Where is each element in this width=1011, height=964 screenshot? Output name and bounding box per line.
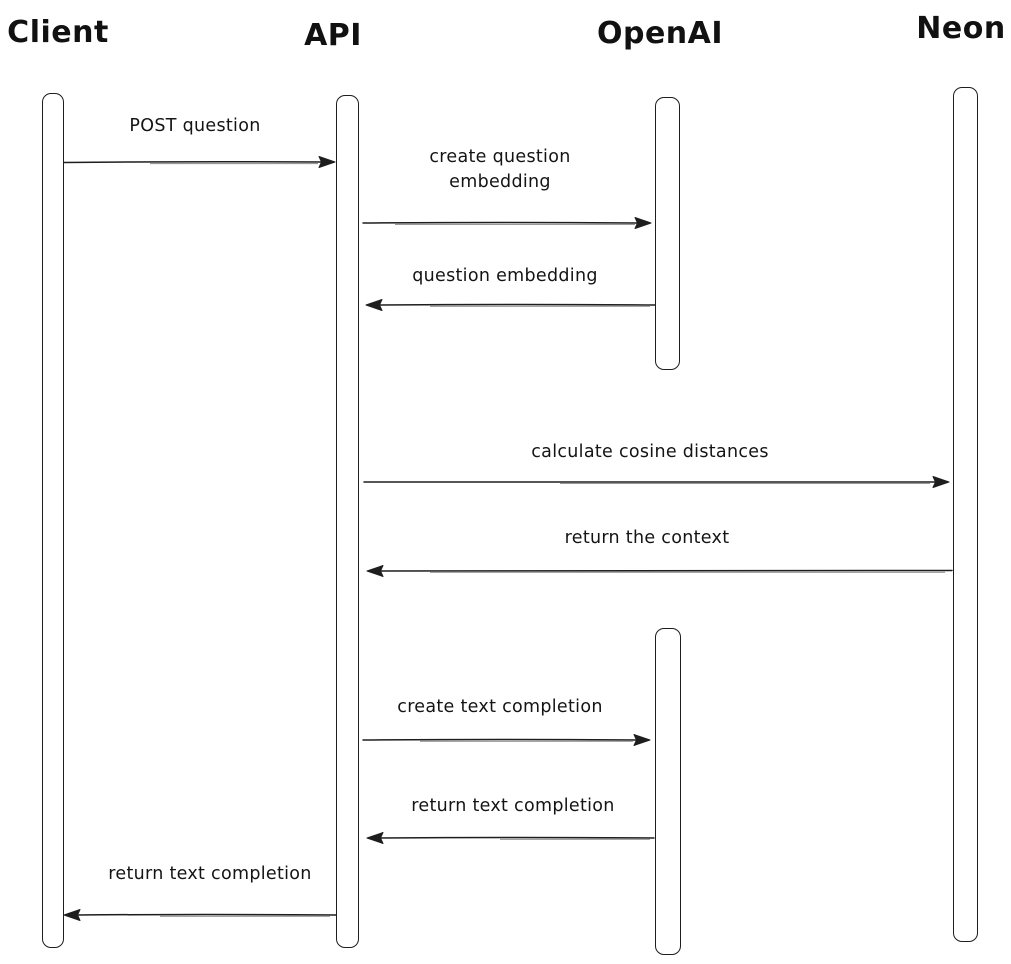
actor-label-neon: Neon	[916, 11, 1006, 46]
lifeline-neon	[953, 87, 978, 942]
actor-label-client: Client	[7, 15, 109, 50]
arrow-create-question-embedding	[362, 217, 652, 229]
lifeline-openai-2	[655, 628, 681, 955]
arrow-calculate-cosine-distances	[363, 476, 950, 488]
message-label-create-question-embedding: create question embedding	[429, 147, 571, 193]
lifeline-openai-1	[655, 97, 680, 370]
message-label-return-text-completion-api: return text completion	[411, 796, 615, 816]
arrow-create-text-completion	[362, 734, 651, 746]
message-label-calculate-cosine-distances: calculate cosine distances	[531, 442, 769, 462]
actor-label-openai: OpenAI	[596, 16, 724, 51]
arrow-question-embedding	[365, 299, 656, 311]
actor-label-api: API	[304, 18, 362, 53]
message-label-return-text-completion-client: return text completion	[108, 864, 312, 884]
arrow-return-text-completion-client	[63, 909, 337, 921]
lifeline-api	[336, 95, 359, 948]
message-label-create-text-completion: create text completion	[397, 697, 603, 717]
lifeline-client	[42, 93, 64, 948]
arrow-post-question	[63, 156, 336, 168]
message-label-return-the-context: return the context	[564, 528, 730, 548]
message-label-question-embedding: question embedding	[412, 266, 598, 286]
arrow-return-text-completion-api	[366, 832, 655, 844]
arrow-return-the-context	[366, 565, 953, 577]
message-label-post-question: POST question	[129, 116, 261, 136]
